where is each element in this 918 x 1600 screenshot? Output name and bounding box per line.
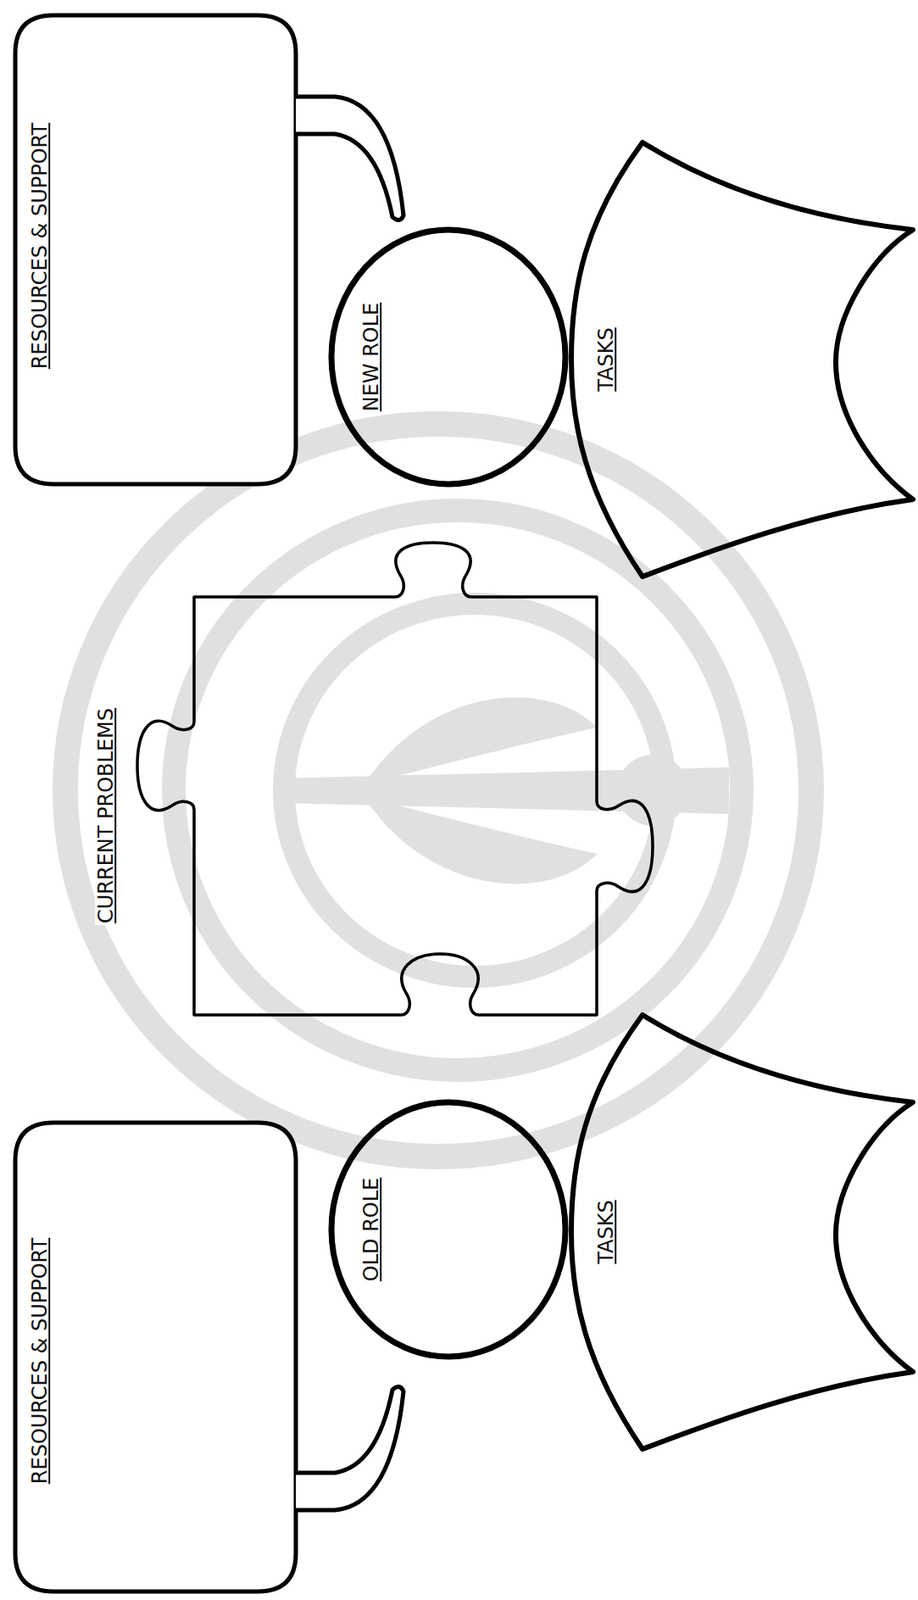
puzzle-piece: CURRENT PROBLEMS [93,539,657,1019]
shape-outline [331,229,566,485]
shape-outline [571,1014,913,1449]
shape-label: TASKS [595,1197,619,1265]
shape-label: CURRENT PROBLEMS [94,706,119,925]
shape-outline [6,1112,416,1600]
shape-outline [571,142,913,577]
shape-outline [15,1122,296,1592]
shape-outline [571,1014,913,1449]
task-banner: TASKS [564,135,918,585]
shape-outline [331,1101,566,1357]
emblem-leaf [364,796,598,884]
shape-outline [137,542,653,1015]
shape-label: RESOURCES & SUPPORT [28,121,53,371]
shape-outline [571,142,913,577]
shape-outline [295,1385,404,1510]
mug-shape: RESOURCES & SUPPORT [6,1112,416,1600]
shape-outline [295,96,404,221]
role-circle: OLD ROLE [326,1096,571,1362]
emblem-leaf [364,697,598,785]
emblem-core [279,697,729,885]
emblem-ring [173,510,742,1070]
shape-label: OLD ROLE [360,1175,384,1283]
shape-outline [331,1101,566,1357]
emblem-dot [617,754,689,826]
shape-outline [137,542,653,1015]
shape-outline [6,6,416,495]
shape-label: RESOURCES & SUPPORT [28,1235,53,1486]
shape-outline [331,229,566,485]
task-banner: TASKS [564,1007,918,1458]
shape-label: TASKS [595,325,619,393]
shape-label: NEW ROLE [360,300,384,414]
mug-shape: RESOURCES & SUPPORT [6,6,416,495]
role-circle: NEW ROLE [326,224,571,490]
shape-outline [93,539,657,1019]
shape-outline [15,15,296,485]
shape-outline [15,1122,404,1592]
